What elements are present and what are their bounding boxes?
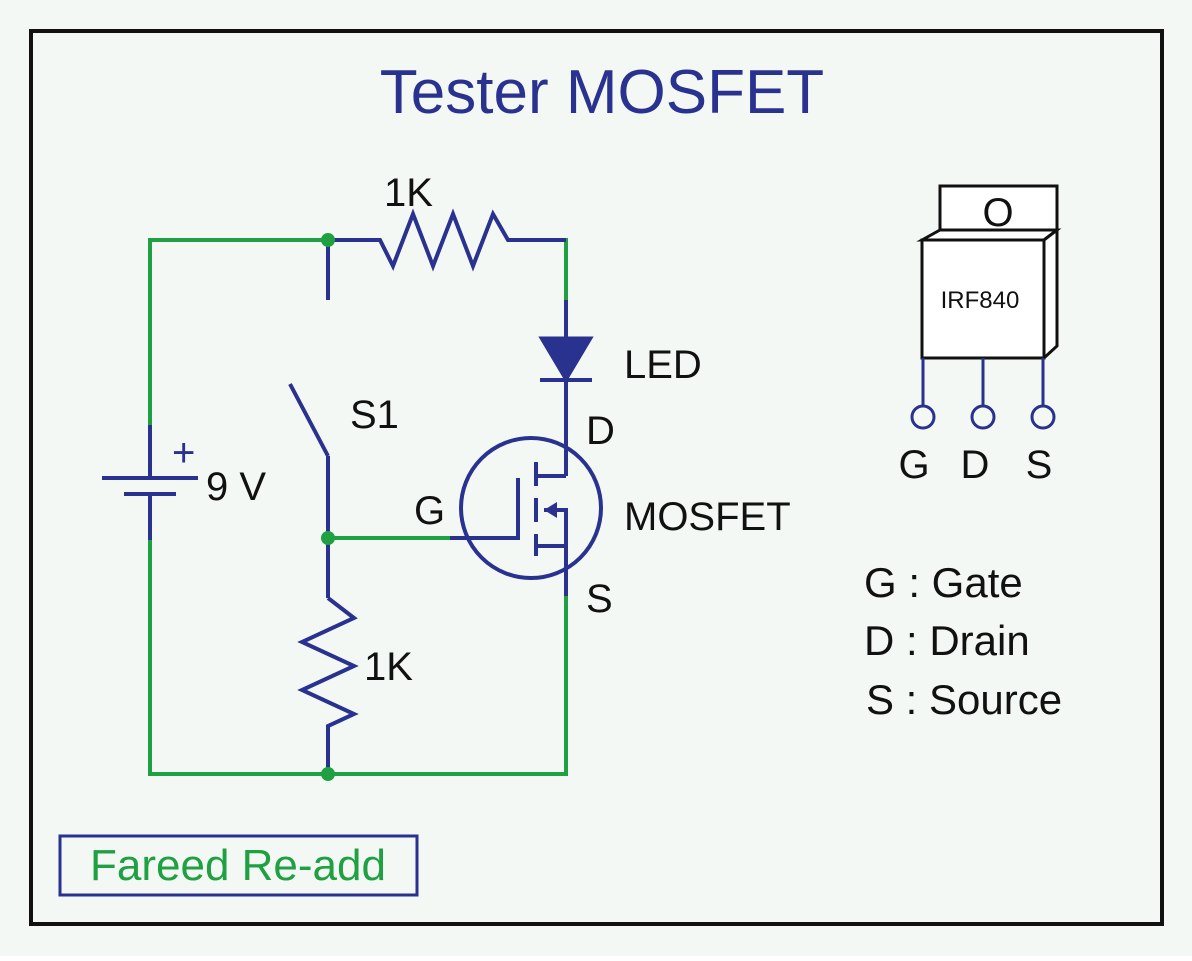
label-resistor-bottom: 1K <box>364 645 413 689</box>
label-mosfet: MOSFET <box>624 495 791 539</box>
label-battery-plus: + <box>172 431 195 475</box>
legend-drain: D : Drain <box>864 617 1030 664</box>
package-part-number: IRF840 <box>941 287 1020 314</box>
credit-box <box>58 834 419 897</box>
package-pin-d-label: D <box>961 443 990 487</box>
credit-text: Fareed Re-add <box>90 841 386 890</box>
diagram-title: Tester MOSFET <box>380 58 824 127</box>
mosfet-circle <box>459 436 603 580</box>
junction-dot-top <box>321 233 335 247</box>
switch-blade <box>288 383 330 457</box>
label-battery-voltage: 9 V <box>206 465 266 509</box>
package-body <box>920 238 1046 360</box>
blue-wires <box>102 208 603 774</box>
irf840-package: O IRF840 G D S <box>898 184 1062 487</box>
wire-bottom <box>148 538 568 776</box>
label-resistor-top: 1K <box>384 171 433 215</box>
resistor-bottom <box>297 596 359 774</box>
junction-dot-gate <box>321 531 335 545</box>
outer-frame <box>29 29 1164 926</box>
resistor-top <box>328 208 566 272</box>
package-pin-g-pad <box>910 404 936 430</box>
package-pin-s-label: S <box>1026 443 1053 487</box>
wire-top-left <box>148 238 330 427</box>
package-pin-d-pad <box>970 404 996 430</box>
mosfet-gate-lead <box>450 478 520 540</box>
label-switch: S1 <box>350 393 399 437</box>
mosfet-source-link <box>536 544 568 596</box>
led-triangle <box>538 336 594 383</box>
package-tab-label: O <box>982 191 1013 235</box>
label-source: S <box>586 577 613 621</box>
pin-legend: G : Gate D : Drain S : Source <box>864 559 1062 723</box>
package-pin-g-label: G <box>898 443 929 487</box>
legend-gate: G : Gate <box>864 559 1023 606</box>
package-side <box>1042 226 1059 362</box>
green-wires <box>148 238 568 776</box>
junction-dot-bottom <box>321 767 335 781</box>
mosfet-arrow <box>544 502 557 518</box>
label-led: LED <box>624 343 702 387</box>
label-gate: G <box>414 489 445 533</box>
legend-source: S : Source <box>866 676 1062 723</box>
package-pin-s-pad <box>1030 404 1056 430</box>
label-drain: D <box>586 409 615 453</box>
